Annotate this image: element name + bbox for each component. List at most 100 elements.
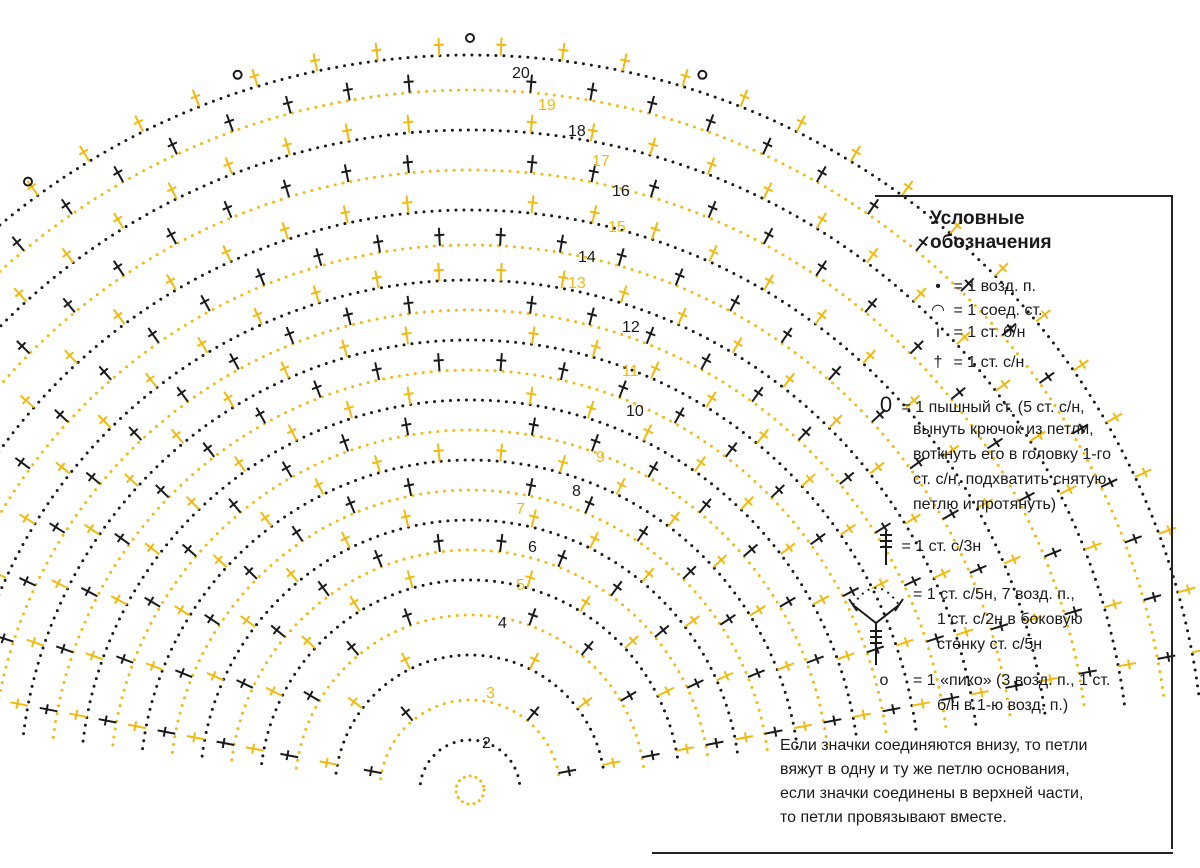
stitch-mark — [751, 386, 764, 403]
stitch-mark — [667, 511, 681, 527]
stitch-mark — [576, 696, 593, 710]
stitch-bar — [260, 513, 270, 522]
stitch-bar — [659, 625, 668, 635]
stitch-mark — [561, 42, 566, 61]
stitch-mark — [233, 456, 247, 472]
stitch-mark — [341, 434, 349, 452]
stitch-bar — [844, 650, 851, 661]
stitch-mark — [376, 234, 381, 253]
stitch-mark — [994, 262, 1009, 277]
stitch-mark — [584, 496, 594, 514]
stitch-mark — [499, 533, 504, 553]
stitch-mark — [620, 690, 637, 702]
stitch-bar — [279, 226, 290, 232]
chain-arc — [51, 368, 889, 739]
stitch-bar — [764, 231, 774, 238]
stitch-bar — [832, 416, 842, 425]
stitch-mark — [764, 729, 783, 735]
legend-item-text: = 1 ст. с/5н, 7 возд. п., — [913, 586, 1075, 603]
stitch-bar — [949, 445, 957, 455]
stitch-mark — [1103, 601, 1122, 609]
stitch-bar — [149, 660, 156, 671]
stitch-mark — [823, 718, 842, 724]
stitch-bar — [98, 416, 108, 425]
stitch-mark — [716, 671, 734, 682]
picot-mark — [232, 69, 243, 80]
stitch-bar — [706, 161, 717, 167]
stitch-mark — [79, 145, 91, 162]
stitch-mark — [839, 471, 855, 485]
stitch-bar — [529, 514, 540, 519]
stitch-bar — [744, 497, 753, 506]
stitch-bar — [644, 569, 654, 578]
stitch-mark — [239, 615, 256, 628]
stitch-mark — [776, 662, 795, 671]
stitch-bar — [26, 182, 37, 191]
stitch-mark — [280, 361, 290, 379]
stitch-bar — [402, 612, 413, 618]
stitch-bar — [343, 405, 354, 411]
stitch-mark — [406, 155, 410, 174]
stitch-bar — [918, 238, 928, 247]
stitch-mark — [16, 340, 31, 355]
stitch-bar — [61, 201, 71, 209]
stitch-bar — [1072, 606, 1078, 617]
stitch-mark — [317, 580, 330, 597]
stitch-mark — [341, 339, 349, 358]
stitch-bar — [1078, 359, 1087, 370]
stitch-bar — [192, 732, 197, 743]
stitch-mark — [1134, 468, 1152, 478]
legend-item-puff: 0 = 1 пышный ст. (5 ст. с/н, — [875, 393, 1085, 420]
legend-item-text: = 1 пышный ст. (5 ст. с/н, — [901, 399, 1085, 416]
stitch-bar — [851, 148, 862, 156]
stitch-mark — [815, 260, 828, 277]
stitch-bar — [527, 612, 538, 618]
stitch-bar — [286, 427, 297, 435]
stitch-mark — [654, 624, 670, 638]
stitch-mark — [499, 227, 503, 246]
stitch-mark — [530, 195, 535, 214]
stitch-mark — [113, 212, 125, 229]
stitch-mark — [253, 307, 263, 325]
stitch-mark — [1024, 615, 1043, 623]
stitch-mark — [1124, 535, 1143, 544]
stitch-bar — [1166, 524, 1172, 536]
stitch-bar — [403, 80, 414, 84]
stitch-mark — [405, 195, 410, 214]
stitch-mark — [705, 391, 717, 408]
stitch-mark — [955, 628, 974, 637]
stitch-mark — [128, 426, 143, 441]
stitch-mark — [403, 608, 412, 626]
stitch-mark — [51, 579, 69, 590]
stitch-bar — [708, 248, 719, 255]
stitch-mark — [708, 244, 718, 263]
stitch-bar — [281, 142, 292, 147]
stitch-bar — [496, 358, 507, 362]
round-number: 7 — [516, 501, 525, 518]
stitch-bar — [339, 438, 350, 444]
stitch-bar — [916, 289, 926, 298]
stitch-bar — [284, 330, 295, 337]
stitch-mark — [903, 577, 922, 587]
stitch-mark — [636, 525, 649, 542]
stitch-bar — [817, 311, 827, 320]
stitch-mark — [780, 542, 796, 556]
stitch-mark — [165, 274, 177, 291]
stitch-bar — [269, 686, 276, 696]
stitch-mark — [837, 652, 855, 661]
stitch-bar — [21, 395, 30, 405]
stitch-bar — [588, 169, 599, 174]
stitch-mark — [911, 701, 930, 707]
stitch-mark — [185, 495, 200, 511]
stitch-mark — [437, 227, 441, 246]
stitch-bar — [145, 375, 155, 383]
stitch-bar — [802, 721, 807, 732]
stitch-mark — [406, 295, 411, 314]
legend-item-chain: • = 1 возд. п. — [927, 275, 1036, 299]
stitch-mark — [559, 362, 566, 381]
stitch-bar — [341, 169, 352, 174]
stitch-bar — [1035, 430, 1043, 441]
stitch-mark — [314, 477, 325, 495]
round-number: 13 — [568, 275, 586, 292]
